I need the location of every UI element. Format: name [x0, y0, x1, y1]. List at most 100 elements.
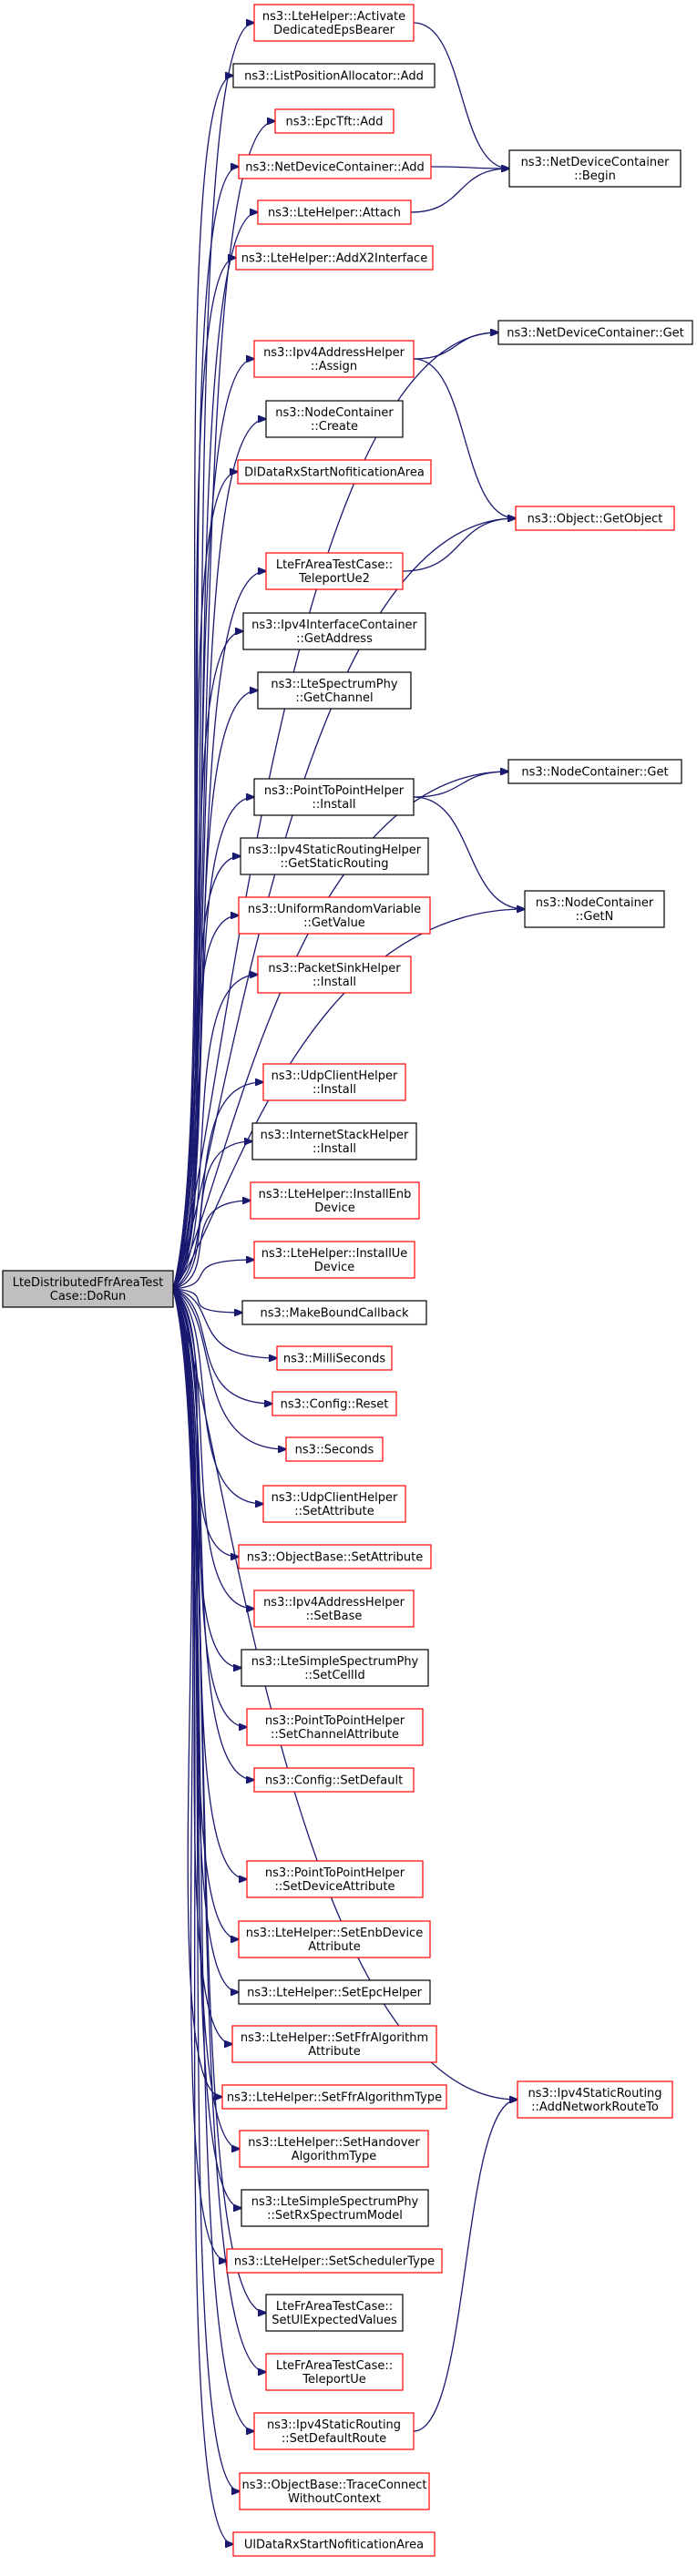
node-label: ns3::UdpClientHelper: [272, 1069, 398, 1083]
node-label: ::SetRxSpectrumModel: [267, 2209, 403, 2223]
node-label: ns3::PointToPointHelper: [265, 1714, 405, 1728]
node-label: SetUlExpectedValues: [272, 2314, 397, 2327]
node-uldatarxstartnofiticationarea[interactable]: UlDataRxStartNofiticationArea: [232, 2531, 436, 2557]
node-box: [265, 2353, 404, 2391]
node-ns3-ltehelper-addx2interface[interactable]: ns3::LteHelper::AddX2Interface: [235, 245, 434, 271]
node-label: ns3::LteHelper::Activate: [262, 10, 405, 24]
edge-root-n19: [172, 1201, 251, 1290]
node-ns3-seconds[interactable]: ns3::Seconds: [285, 1436, 384, 1462]
edge-root-n7: [172, 359, 254, 1290]
node-ns3-object-getobject[interactable]: ns3::Object::GetObject: [515, 506, 675, 531]
node-label: ::Install: [313, 798, 356, 812]
edge-root-n5: [172, 212, 258, 1290]
node-ns3-nodecontainer-get[interactable]: ns3::NodeContainer::Get: [507, 759, 682, 784]
node-ns3-packetsinkhelper-install[interactable]: ns3::PacketSinkHelper::Install: [257, 956, 412, 994]
node-ns3-ipv4interfacecontainer-getaddress[interactable]: ns3::Ipv4InterfaceContainer::GetAddress: [242, 612, 426, 650]
edge-root-n42: [172, 1288, 240, 2491]
node-label: ns3::MakeBoundCallback: [260, 1307, 409, 1321]
node-ns3-ipv4addresshelper-setbase[interactable]: ns3::Ipv4AddressHelper::SetBase: [253, 1590, 415, 1628]
node-ns3-ltespectrumphy-getchannel[interactable]: ns3::LteSpectrumPhy::GetChannel: [257, 671, 412, 710]
node-box: [515, 506, 675, 531]
node-ns3-pointtopointhelper-setchannelattribute[interactable]: ns3::PointToPointHelper::SetChannelAttri…: [246, 1708, 424, 1746]
node-ns3-ipv4staticrouting-addnetworkrouteto[interactable]: ns3::Ipv4StaticRouting::AddNetworkRouteT…: [517, 2080, 673, 2119]
node-label: ns3::PointToPointHelper: [264, 784, 405, 798]
node-label: Device: [314, 1201, 354, 1215]
node-ns3-ltesimplespectrumphy-setcellid[interactable]: ns3::LteSimpleSpectrumPhy::SetCellId: [241, 1649, 429, 1687]
node-label: ns3::LteHelper::SetEpcHelper: [247, 1987, 422, 2000]
node-box: [237, 459, 432, 485]
node-label: ::GetN: [576, 910, 614, 924]
node-ns3-ltehelper-setschedulertype[interactable]: ns3::LteHelper::SetSchedulerType: [226, 2248, 443, 2274]
node-box: [497, 320, 693, 345]
node-ns3-udpclienthelper-setattribute[interactable]: ns3::UdpClientHelper::SetAttribute: [262, 1485, 406, 1523]
node-ns3-pointtopointhelper-setdeviceattribute[interactable]: ns3::PointToPointHelper::SetDeviceAttrib…: [246, 1860, 424, 1898]
node-ns3-netdevicecontainer-add[interactable]: ns3::NetDeviceContainer::Add: [238, 154, 432, 179]
edge-root-n16: [172, 975, 258, 1290]
node-ns3-udpclienthelper-install[interactable]: ns3::UdpClientHelper::Install: [262, 1063, 406, 1101]
node-box: [285, 1436, 384, 1462]
node-ns3-pointtopointhelper-install[interactable]: ns3::PointToPointHelper::Install: [253, 778, 415, 816]
node-box: [262, 1485, 406, 1523]
node-label: ns3::Ipv4StaticRoutingHelper: [248, 843, 422, 857]
node-ns3-ipv4addresshelper-assign[interactable]: ns3::Ipv4AddressHelper::Assign: [253, 340, 415, 378]
node-ns3-internetstackhelper-install[interactable]: ns3::InternetStackHelper::Install: [251, 1122, 417, 1160]
node-ltefrareatestcase-teleportue[interactable]: LteFrAreaTestCase::TeleportUe: [265, 2353, 404, 2391]
node-ltefrareatestcase-setulexpectedvalues[interactable]: LteFrAreaTestCase::SetUlExpectedValues: [265, 2294, 404, 2332]
node-label: ns3::NetDeviceContainer: [521, 156, 671, 169]
node-box: [272, 1391, 397, 1416]
node-label: ns3::LteSimpleSpectrumPhy: [251, 1655, 419, 1669]
node-label: ::Assign: [311, 360, 357, 373]
node-ns3-netdevicecontainer-begin[interactable]: ns3::NetDeviceContainer::Begin: [508, 149, 682, 188]
node-label: ns3::PacketSinkHelper: [268, 962, 401, 976]
node-box: [262, 1063, 406, 1101]
node-label: ::GetChannel: [295, 691, 373, 705]
edge-root-n25: [172, 1288, 263, 1504]
node-ns3-objectbase-setattribute[interactable]: ns3::ObjectBase::SetAttribute: [238, 1544, 432, 1569]
node-ns3-ltehelper-activatededicatedepsbearer[interactable]: ns3::LteHelper::ActivateDedicatedEpsBear…: [253, 4, 415, 42]
node-box: [238, 1920, 431, 1958]
node-box: [253, 2412, 415, 2450]
node-label: ns3::NodeContainer: [275, 406, 394, 420]
node-box: [265, 552, 404, 590]
node-ns3-epctft-add[interactable]: ns3::EpcTft::Add: [274, 108, 395, 134]
node-ns3-ipv4staticrouting-setdefaultroute[interactable]: ns3::Ipv4StaticRouting::SetDefaultRoute: [253, 2412, 415, 2450]
node-label: ns3::NodeContainer: [536, 896, 654, 910]
node-box: [242, 612, 426, 650]
node-ns3-makeboundcallback[interactable]: ns3::MakeBoundCallback: [241, 1300, 427, 1325]
node-box: [253, 340, 415, 378]
node-label: ns3::LteHelper::SetHandover: [248, 2136, 420, 2150]
node-ns3-ltehelper-attach[interactable]: ns3::LteHelper::Attach: [257, 199, 412, 225]
node-ns3-nodecontainer-create[interactable]: ns3::NodeContainer::Create: [265, 400, 404, 438]
node-box: [507, 759, 682, 784]
node-ns3-listpositionallocator-add[interactable]: ns3::ListPositionAllocator::Add: [232, 63, 436, 88]
node-ns3-ipv4staticroutinghelper-getstaticrouting[interactable]: ns3::Ipv4StaticRoutingHelper::GetStaticR…: [240, 837, 429, 875]
node-ns3-ltehelper-setffralgorithmtype[interactable]: ns3::LteHelper::SetFfrAlgorithmType: [221, 2084, 447, 2110]
edge-root-n43: [172, 1288, 233, 2544]
node-ns3-config-setdefault[interactable]: ns3::Config::SetDefault: [253, 1767, 415, 1793]
node-ns3-objectbase-traceconnectwithoutcontext[interactable]: ns3::ObjectBase::TraceConnectWithoutCont…: [239, 2472, 430, 2510]
node-label: ns3::LteHelper::SetFfrAlgorithmType: [227, 2091, 442, 2105]
node-box: [241, 1300, 427, 1325]
node-ns3-ltehelper-setepchelper[interactable]: ns3::LteHelper::SetEpcHelper: [238, 1979, 431, 2005]
node-label: LteFrAreaTestCase::: [276, 558, 393, 572]
node-label: ns3::LteHelper::SetFfrAlgorithm: [241, 2031, 428, 2045]
node-ns3-milliseconds[interactable]: ns3::MilliSeconds: [276, 1345, 393, 1371]
node-ns3-config-reset[interactable]: ns3::Config::Reset: [272, 1391, 397, 1416]
edge-root-n20: [172, 1260, 254, 1290]
node-box: [2, 1270, 174, 1308]
node-ns3-nodecontainer-getn[interactable]: ns3::NodeContainer::GetN: [524, 890, 665, 928]
node-label: ::Install: [313, 1142, 356, 1156]
node-box: [257, 956, 412, 994]
edge-root-n6: [172, 258, 236, 1290]
node-ns3-netdevicecontainer-get[interactable]: ns3::NetDeviceContainer::Get: [497, 320, 693, 345]
node-dldatarxstartnofiticationarea[interactable]: DlDataRxStartNofiticationArea: [237, 459, 432, 485]
node-ns3-ltesimplespectrumphy-setrxspectrummodel[interactable]: ns3::LteSimpleSpectrumPhy::SetRxSpectrum…: [241, 2189, 429, 2227]
node-ltefrareatestcase-teleportue2[interactable]: LteFrAreaTestCase::TeleportUe2: [265, 552, 404, 590]
node-label: ::Begin: [574, 169, 616, 183]
node-ns3-uniformrandomvariable-getvalue[interactable]: ns3::UniformRandomVariable::GetValue: [238, 896, 431, 935]
